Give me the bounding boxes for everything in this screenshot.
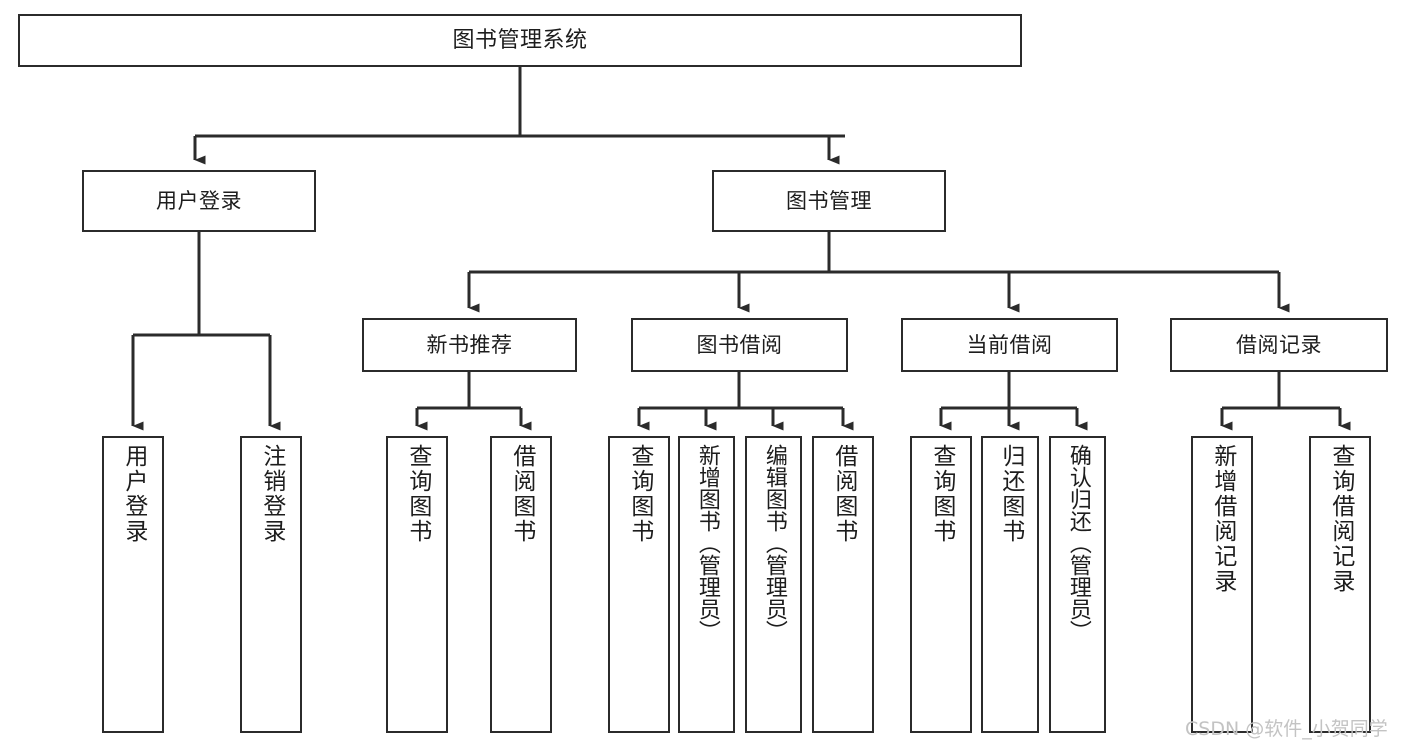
leaf-query-book-recommend[interactable]: 查询图书 — [386, 436, 448, 733]
node-label: 查询借阅记录 — [1327, 444, 1354, 594]
leaf-query-book-borrow[interactable]: 查询图书 — [608, 436, 670, 733]
node-current-borrow[interactable]: 当前借阅 — [901, 318, 1118, 372]
leaf-query-book-current[interactable]: 查询图书 — [910, 436, 972, 733]
node-label: 归还图书 — [997, 444, 1024, 544]
leaf-user-login[interactable]: 用户登录 — [102, 436, 164, 733]
node-label: 新增图书（管理员） — [694, 444, 720, 642]
node-label: 用户登录 — [120, 444, 147, 544]
node-label: 借阅图书 — [508, 444, 535, 544]
node-label: 新增借阅记录 — [1209, 444, 1236, 594]
node-label: 查询图书 — [404, 444, 431, 544]
node-label: 注销登录 — [258, 444, 285, 544]
node-new-book-recommend[interactable]: 新书推荐 — [362, 318, 577, 372]
node-label: 用户登录 — [156, 188, 242, 213]
node-label: 编辑图书（管理员） — [761, 444, 787, 642]
node-label: 借阅记录 — [1236, 332, 1322, 357]
node-book-management[interactable]: 图书管理 — [712, 170, 946, 232]
leaf-add-borrow-record[interactable]: 新增借阅记录 — [1191, 436, 1253, 733]
node-root-book-management-system[interactable]: 图书管理系统 — [18, 14, 1022, 67]
node-label: 当前借阅 — [966, 332, 1053, 357]
leaf-edit-book-admin[interactable]: 编辑图书（管理员） — [745, 436, 802, 733]
leaf-query-borrow-record[interactable]: 查询借阅记录 — [1309, 436, 1371, 733]
leaf-confirm-return-admin[interactable]: 确认归还（管理员） — [1049, 436, 1106, 733]
node-label: 查询图书 — [626, 444, 653, 544]
node-label: 图书管理系统 — [452, 27, 588, 53]
node-label: 查询图书 — [928, 444, 955, 544]
node-label: 图书管理 — [786, 188, 872, 213]
node-label: 图书借阅 — [696, 332, 783, 357]
leaf-return-book[interactable]: 归还图书 — [981, 436, 1039, 733]
leaf-borrow-book-borrow[interactable]: 借阅图书 — [812, 436, 874, 733]
csdn-watermark: CSDN @软件_小贺同学 — [1185, 718, 1388, 740]
node-label: 借阅图书 — [830, 444, 857, 544]
leaf-borrow-book-recommend[interactable]: 借阅图书 — [490, 436, 552, 733]
node-label: 确认归还（管理员） — [1065, 444, 1091, 642]
node-book-borrow[interactable]: 图书借阅 — [631, 318, 848, 372]
leaf-user-logout[interactable]: 注销登录 — [240, 436, 302, 733]
node-user-login[interactable]: 用户登录 — [82, 170, 316, 232]
node-label: 新书推荐 — [426, 332, 513, 357]
node-borrow-record[interactable]: 借阅记录 — [1170, 318, 1388, 372]
leaf-add-book-admin[interactable]: 新增图书（管理员） — [678, 436, 735, 733]
